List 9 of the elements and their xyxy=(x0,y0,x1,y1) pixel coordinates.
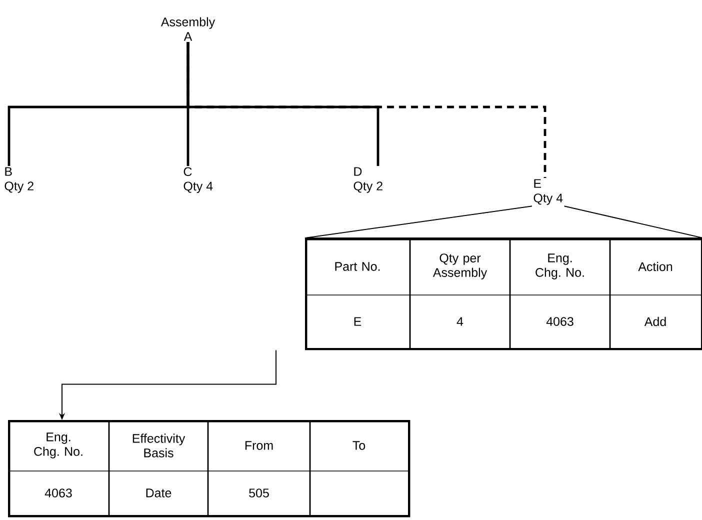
part-label: Assembly A xyxy=(160,17,216,41)
table: Part No. Qty per Assembly Eng. Chg. No. Action E 4 4063 Add xyxy=(304,238,702,350)
part-label: C Qty 4 xyxy=(184,167,213,194)
part-label: B Qty 2 xyxy=(4,167,34,193)
part-label: E Qty 4 xyxy=(534,179,563,205)
table: Eng. Chg. No. Effectivity Basis From To 4063 Date 505 xyxy=(8,420,410,518)
connector-line xyxy=(186,42,546,178)
part-label: D Qty 2 xyxy=(354,167,382,193)
connector-line xyxy=(304,206,702,238)
